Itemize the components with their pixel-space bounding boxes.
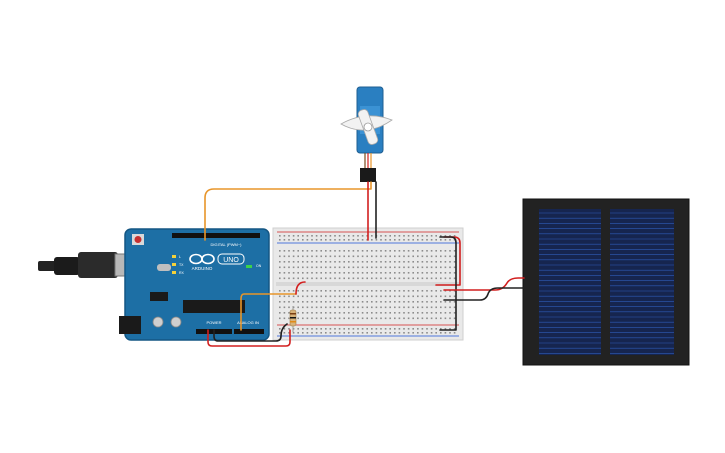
wires xyxy=(204,181,525,347)
orange-analog-wire xyxy=(240,293,297,331)
breadboard[interactable] xyxy=(272,227,464,341)
arduino-rx-label: RX xyxy=(179,271,185,275)
arduino-on-label: ON xyxy=(256,264,262,268)
power-black-wire xyxy=(213,323,288,342)
servo-motor[interactable] xyxy=(340,86,393,182)
solar-black-wire xyxy=(443,287,525,301)
orange-signal-wire xyxy=(204,181,372,241)
solar-panel[interactable] xyxy=(522,198,690,366)
arduino-analog-label: ANALOG IN xyxy=(237,320,259,325)
arduino-logo-text: ARDUINO xyxy=(192,266,213,271)
arduino-digital-label: DIGITAL (PWM~) xyxy=(211,242,243,247)
arduino-model-text: UNO xyxy=(223,257,239,264)
arduino-logo-icon xyxy=(189,253,215,265)
arduino-tx-label: TX xyxy=(179,263,184,267)
rail-black-wire-right xyxy=(439,236,457,331)
solar-red-wire xyxy=(443,277,525,291)
arduino-l-label: L xyxy=(179,255,181,259)
resistor-red-wire xyxy=(295,281,306,295)
power-red-wire xyxy=(207,329,291,347)
servo-wires xyxy=(364,153,372,168)
arduino-uno-board[interactable] xyxy=(119,228,270,341)
resistor[interactable] xyxy=(289,306,297,332)
arduino-power-label: POWER xyxy=(206,320,221,325)
